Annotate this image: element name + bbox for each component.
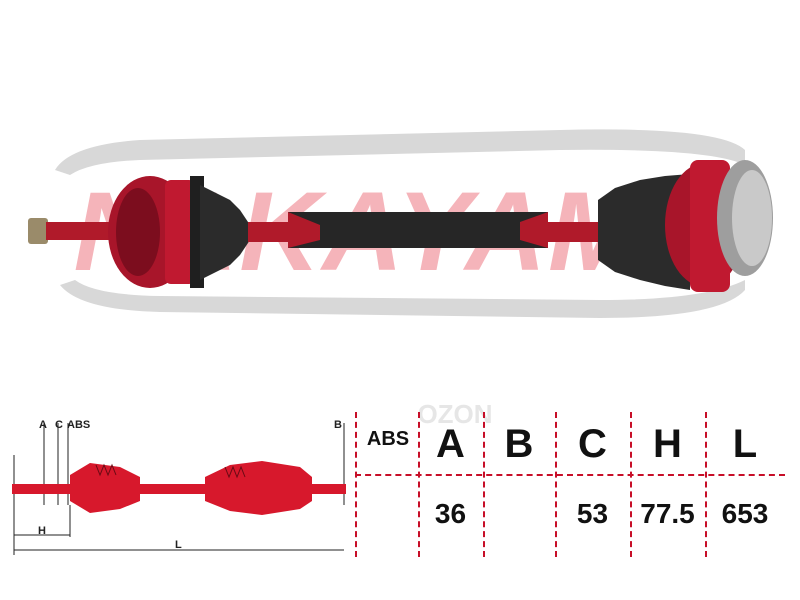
spec-header-l: L <box>732 422 758 466</box>
spec-header-c: C <box>578 422 607 466</box>
shaft-nut <box>28 218 48 244</box>
spec-value-l: 653 <box>721 498 769 529</box>
logo-swoosh-bottom <box>60 280 745 318</box>
diagram-label-a: A <box>39 419 47 431</box>
product-photo: NAKAYAMA <box>28 129 773 318</box>
diagram-label-h: H <box>38 525 46 537</box>
diagram-shaft <box>12 461 346 515</box>
left-boot <box>200 185 250 280</box>
spec-header-abs: ABS <box>366 428 410 450</box>
spec-header-h: H <box>653 422 682 466</box>
spec-value-c: 53 <box>576 498 609 529</box>
shaft-damper <box>288 212 548 248</box>
right-boot <box>598 174 690 290</box>
spec-value-a: 36 <box>434 498 467 529</box>
drive-shaft <box>28 160 773 292</box>
spec-header-b: B <box>504 422 534 466</box>
diagram-label-b: B <box>334 419 342 431</box>
spec-value-abs <box>355 494 418 534</box>
diagram-label-c: C <box>55 419 63 431</box>
diagram-label-l: L <box>175 539 182 551</box>
svg-text:OZON: OZON <box>417 399 492 429</box>
diagram-label-abs: ABS <box>67 419 91 431</box>
spec-table: ABS A B C H L 36 53 77.5 653 <box>355 412 785 557</box>
ozon-watermark: OZON <box>417 399 492 429</box>
spec-value-h: 77.5 <box>640 498 695 529</box>
dimension-diagram <box>12 423 346 555</box>
spec-value-b <box>483 494 555 534</box>
logo-swoosh-top <box>55 129 745 175</box>
spec-header-a: A <box>436 422 465 466</box>
shaft-left-stub <box>46 222 116 240</box>
